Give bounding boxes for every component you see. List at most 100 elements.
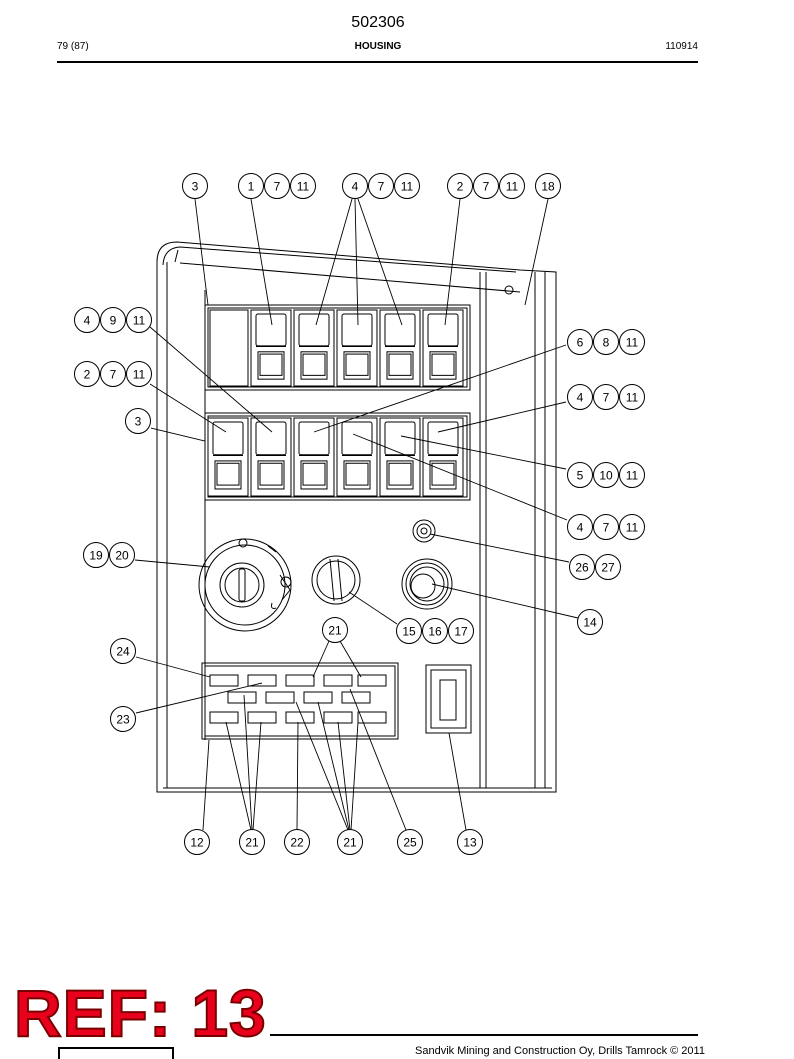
callout-balloon: 25 bbox=[397, 829, 423, 855]
callout-balloon: 2 bbox=[447, 173, 473, 199]
rocker-switch bbox=[207, 417, 249, 497]
leader-lines bbox=[134, 198, 579, 831]
callout-balloon: 17 bbox=[448, 618, 474, 644]
callout-balloon: 5 bbox=[567, 462, 593, 488]
rocker-switch bbox=[250, 417, 292, 497]
callout-balloon: 21 bbox=[322, 617, 348, 643]
callout-number: 11 bbox=[133, 313, 146, 327]
callout-balloon: 7 bbox=[100, 361, 126, 387]
callout-balloon: 7 bbox=[368, 173, 394, 199]
callout-number: 22 bbox=[290, 835, 304, 849]
sandvik-logo bbox=[58, 1047, 174, 1059]
key-switch bbox=[198, 538, 292, 632]
document-number: 502306 bbox=[351, 14, 405, 31]
callout-number: 21 bbox=[328, 623, 342, 637]
callout-number: 4 bbox=[84, 313, 91, 327]
callout-balloon: 23 bbox=[110, 706, 136, 732]
fuse-slot bbox=[227, 691, 257, 704]
callout-balloon: 22 bbox=[284, 829, 310, 855]
callout-number: 11 bbox=[626, 520, 639, 534]
callout-balloon: 11 bbox=[126, 307, 152, 333]
callout-number: 11 bbox=[133, 367, 146, 381]
indicator-light bbox=[412, 519, 436, 543]
callout-balloon: 24 bbox=[110, 638, 136, 664]
callout-number: 7 bbox=[274, 179, 281, 193]
callout-balloon: 2 bbox=[74, 361, 100, 387]
fuse-slot bbox=[265, 691, 295, 704]
callout-balloon: 19 bbox=[83, 542, 109, 568]
callout-balloon: 4 bbox=[74, 307, 100, 333]
callout-number: 19 bbox=[89, 548, 103, 562]
callout-number: 27 bbox=[601, 560, 615, 574]
callout-balloon: 21 bbox=[239, 829, 265, 855]
callout-balloon: 4 bbox=[567, 384, 593, 410]
callout-balloon: 7 bbox=[593, 384, 619, 410]
housing-body bbox=[156, 241, 557, 793]
callout-number: 7 bbox=[603, 520, 610, 534]
callout-balloon: 18 bbox=[535, 173, 561, 199]
upper-rocker-switches bbox=[250, 309, 464, 387]
callout-number: 1 bbox=[248, 179, 255, 193]
callout-number: 11 bbox=[297, 179, 310, 193]
page-number: 79 (87) bbox=[57, 41, 89, 52]
callout-number: 2 bbox=[457, 179, 464, 193]
callout-number: 13 bbox=[463, 835, 477, 849]
callout-number: 11 bbox=[401, 179, 414, 193]
upper-switch-panel bbox=[204, 304, 471, 391]
callout-balloon: 11 bbox=[619, 384, 645, 410]
callout-number: 11 bbox=[506, 179, 519, 193]
callout-balloon: 15 bbox=[396, 618, 422, 644]
callout-balloon: 13 bbox=[457, 829, 483, 855]
callout-balloon: 3 bbox=[125, 408, 151, 434]
rocker-switch bbox=[336, 309, 378, 387]
callout-balloon: 6 bbox=[567, 329, 593, 355]
fuse-slot bbox=[209, 674, 239, 687]
callout-balloon: 11 bbox=[619, 514, 645, 540]
callout-number: 7 bbox=[378, 179, 385, 193]
callout-balloon: 7 bbox=[473, 173, 499, 199]
callout-balloon: 3 bbox=[182, 173, 208, 199]
fuse-slot bbox=[247, 711, 277, 724]
callout-number: 25 bbox=[403, 835, 417, 849]
footer-rule bbox=[270, 1034, 698, 1036]
callout-balloon: 11 bbox=[619, 462, 645, 488]
rocker-switch bbox=[293, 309, 335, 387]
callout-number: 23 bbox=[116, 712, 130, 726]
callout-number: 20 bbox=[115, 548, 129, 562]
rocker-switch bbox=[422, 309, 464, 387]
callout-balloon: 9 bbox=[100, 307, 126, 333]
ref-stamp: REF: 13 bbox=[13, 976, 267, 1050]
callout-balloon: 27 bbox=[595, 554, 621, 580]
callout-number: 11 bbox=[626, 335, 639, 349]
callout-balloon: 1 bbox=[238, 173, 264, 199]
callout-number: 4 bbox=[577, 390, 584, 404]
rotary-knob bbox=[311, 555, 361, 605]
fuse-panel bbox=[201, 662, 399, 740]
rocker-switch bbox=[379, 309, 421, 387]
callout-balloon: 7 bbox=[264, 173, 290, 199]
callout-balloon: 16 bbox=[422, 618, 448, 644]
fuse-slot bbox=[357, 674, 387, 687]
fuse-slot bbox=[209, 711, 239, 724]
callout-balloon: 11 bbox=[394, 173, 420, 199]
rocker-switch bbox=[336, 417, 378, 497]
callout-number: 4 bbox=[577, 520, 584, 534]
callout-number: 14 bbox=[583, 615, 597, 629]
callout-number: 26 bbox=[575, 560, 589, 574]
callout-number: 11 bbox=[626, 390, 639, 404]
callout-number: 16 bbox=[428, 624, 442, 638]
fuse-slot bbox=[285, 674, 315, 687]
document-code: 110914 bbox=[665, 41, 698, 52]
callout-number: 11 bbox=[626, 468, 639, 482]
socket-unit bbox=[425, 664, 472, 734]
callout-number: 2 bbox=[84, 367, 91, 381]
footer-copyright: Sandvik Mining and Construction Oy, Dril… bbox=[415, 1045, 705, 1057]
callout-number: 21 bbox=[245, 835, 259, 849]
rocker-switch bbox=[422, 417, 464, 497]
callout-balloon: 4 bbox=[342, 173, 368, 199]
callout-balloon: 8 bbox=[593, 329, 619, 355]
fuse-slots bbox=[209, 674, 387, 724]
fuse-slot bbox=[303, 691, 333, 704]
callout-number: 3 bbox=[135, 414, 142, 428]
